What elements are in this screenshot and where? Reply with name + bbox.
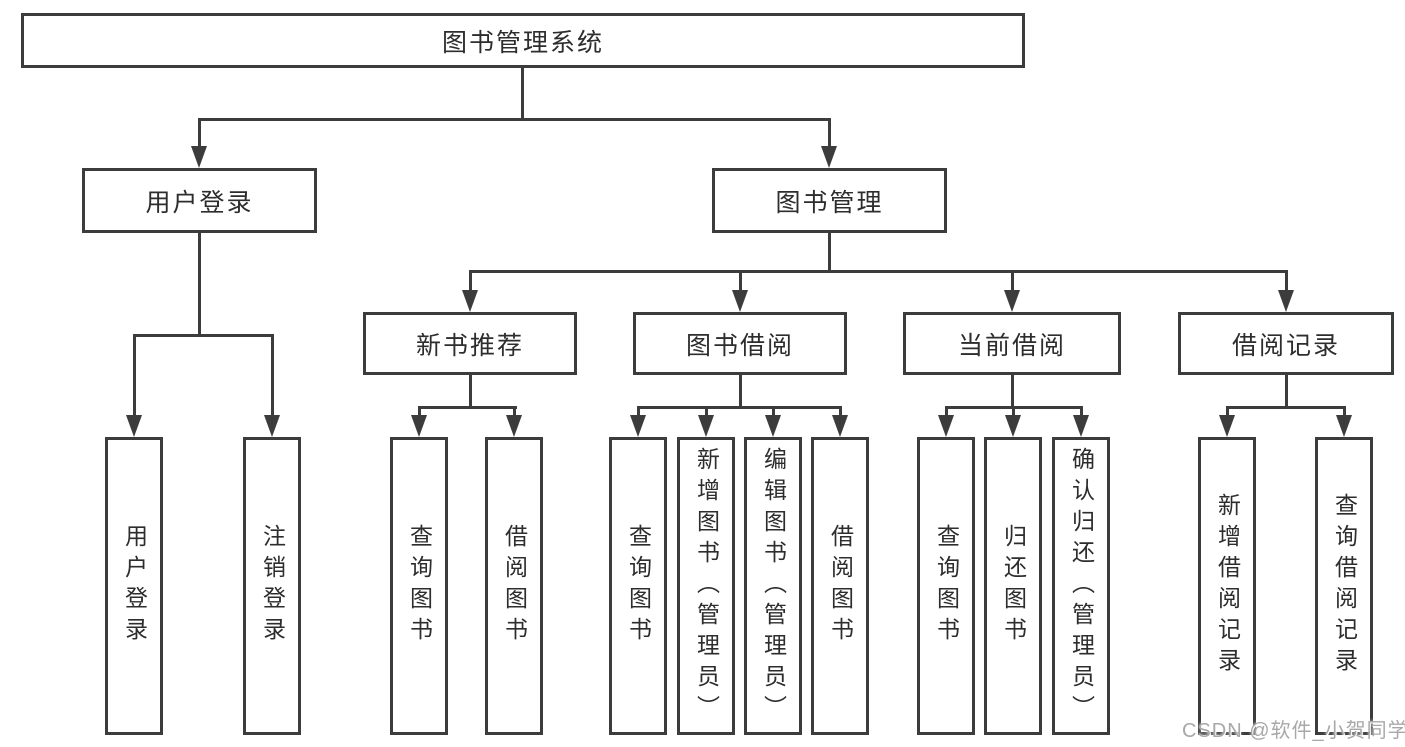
connector-to-confirm-return-stem bbox=[1080, 406, 1083, 417]
connector-recommend-branch bbox=[418, 406, 517, 409]
arrowhead-to-user-login bbox=[191, 146, 207, 168]
connector-root-branch bbox=[198, 118, 831, 121]
connector-to-current-return-stem bbox=[1012, 406, 1015, 417]
connector-to-records-query-stem bbox=[1343, 406, 1346, 417]
node-user-login: 用户登录 bbox=[82, 168, 317, 233]
connector-to-records-add-stem bbox=[1226, 406, 1229, 417]
arrowhead-to-borrow-records bbox=[1278, 290, 1294, 312]
arrowhead-to-user-login-leaf bbox=[126, 415, 142, 437]
arrowhead-to-logout bbox=[264, 415, 280, 437]
arrowhead-to-confirm-return bbox=[1073, 415, 1089, 437]
arrowhead-to-current-borrow bbox=[1004, 290, 1020, 312]
connector-book-borrow-branch bbox=[637, 406, 842, 409]
connector-current-borrow-stem bbox=[1011, 373, 1014, 408]
connector-to-borrow-records-stem bbox=[1285, 270, 1288, 292]
connector-to-logout-stem bbox=[271, 334, 274, 417]
leaf-current-return: 归还图书 bbox=[984, 437, 1042, 735]
connector-to-book-management-stem bbox=[828, 118, 831, 148]
arrowhead-to-recommend bbox=[462, 290, 478, 312]
connector-to-borrow-edit-stem bbox=[772, 406, 775, 417]
connector-to-recommend-query-stem bbox=[418, 406, 421, 417]
connector-book-management-branch bbox=[469, 270, 1288, 273]
arrowhead-to-records-add bbox=[1219, 415, 1235, 437]
arrowhead-to-borrow-edit bbox=[765, 415, 781, 437]
arrowhead-to-borrow-query bbox=[630, 415, 646, 437]
arrowhead-to-current-query bbox=[938, 415, 954, 437]
connector-to-borrow-add-stem bbox=[705, 406, 708, 417]
node-new-book-recommend: 新书推荐 bbox=[363, 312, 577, 375]
arrowhead-to-borrow-add bbox=[698, 415, 714, 437]
arrowhead-to-records-query bbox=[1336, 415, 1352, 437]
connector-to-recommend-borrow-stem bbox=[513, 406, 516, 417]
leaf-logout: 注销登录 bbox=[243, 437, 301, 735]
connector-to-user-login-leaf-stem bbox=[133, 334, 136, 417]
leaf-records-query: 查询借阅记录 bbox=[1315, 437, 1373, 735]
leaf-records-add: 新增借阅记录 bbox=[1198, 437, 1256, 735]
connector-borrow-records-stem bbox=[1285, 373, 1288, 408]
leaf-borrow-edit: 编辑图书（管理员） bbox=[744, 437, 802, 735]
node-book-borrow: 图书借阅 bbox=[633, 312, 847, 375]
arrowhead-to-recommend-borrow bbox=[506, 415, 522, 437]
arrowhead-to-recommend-query bbox=[411, 415, 427, 437]
leaf-recommend-borrow: 借阅图书 bbox=[485, 437, 543, 735]
leaf-confirm-return: 确认归还（管理员） bbox=[1052, 437, 1110, 735]
arrowhead-to-book-management bbox=[821, 146, 837, 168]
connector-to-borrow-query-stem bbox=[637, 406, 640, 417]
arrowhead-to-book-borrow bbox=[732, 290, 748, 312]
leaf-borrow-add: 新增图书（管理员） bbox=[677, 437, 735, 735]
connector-borrow-records-branch bbox=[1226, 406, 1346, 409]
connector-to-current-borrow-stem bbox=[1011, 270, 1014, 292]
node-borrow-records: 借阅记录 bbox=[1178, 312, 1394, 375]
connector-book-borrow-stem bbox=[739, 373, 742, 408]
node-root: 图书管理系统 bbox=[21, 13, 1025, 68]
connector-user-login-branch bbox=[133, 334, 274, 337]
connector-user-login-stem bbox=[198, 230, 201, 337]
connector-recommend-stem bbox=[469, 373, 472, 408]
connector-to-book-borrow-stem bbox=[739, 270, 742, 292]
connector-book-management-stem bbox=[828, 230, 831, 273]
leaf-recommend-query: 查询图书 bbox=[390, 437, 448, 735]
leaf-current-query: 查询图书 bbox=[917, 437, 975, 735]
leaf-user-login: 用户登录 bbox=[105, 437, 163, 735]
node-current-borrow: 当前借阅 bbox=[903, 312, 1121, 375]
csdn-watermark: CSDN @软件_小贺同学 bbox=[1182, 720, 1405, 742]
connector-to-user-login-stem bbox=[198, 118, 201, 148]
arrowhead-to-borrow-borrow bbox=[832, 415, 848, 437]
connector-to-recommend-stem bbox=[469, 270, 472, 292]
connector-to-borrow-borrow-stem bbox=[839, 406, 842, 417]
connector-root-stem bbox=[521, 66, 524, 120]
node-book-management: 图书管理 bbox=[712, 168, 947, 233]
arrowhead-to-current-return bbox=[1005, 415, 1021, 437]
connector-to-current-query-stem bbox=[945, 406, 948, 417]
leaf-borrow-query: 查询图书 bbox=[609, 437, 667, 735]
leaf-borrow-borrow: 借阅图书 bbox=[811, 437, 869, 735]
